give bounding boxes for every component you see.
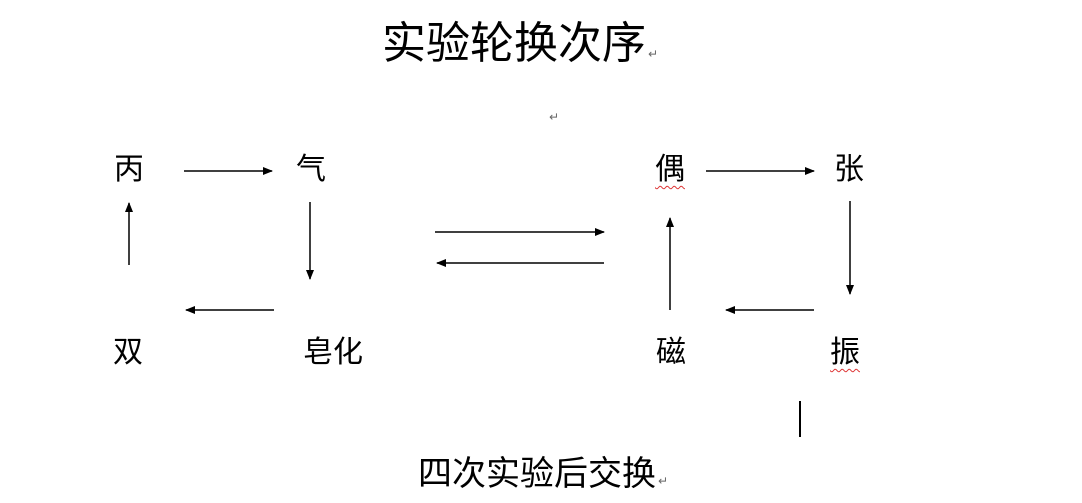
page-title: 实验轮换次序↵ bbox=[382, 14, 658, 84]
paragraph-mark-icon: ↵ bbox=[549, 110, 560, 124]
title-text: 实验轮换次序 bbox=[382, 18, 646, 69]
text-cursor bbox=[799, 401, 801, 437]
node-ou: 偶 bbox=[655, 152, 685, 187]
footer-text: 四次实验后交换 bbox=[418, 454, 656, 494]
node-zhen: 振 bbox=[830, 335, 860, 370]
paragraph-mark-icon: ↵ bbox=[648, 47, 659, 61]
node-bing: 丙 bbox=[114, 152, 144, 187]
node-shuang: 双 bbox=[113, 335, 143, 370]
paragraph-mark-icon: ↵ bbox=[658, 474, 669, 488]
footer-caption: 四次实验后交换↵ bbox=[418, 452, 668, 503]
node-qi: 气 bbox=[296, 152, 326, 187]
node-zhang: 张 bbox=[834, 152, 864, 187]
node-zaohua: 皂化 bbox=[303, 335, 363, 370]
node-ci: 磁 bbox=[656, 335, 686, 370]
